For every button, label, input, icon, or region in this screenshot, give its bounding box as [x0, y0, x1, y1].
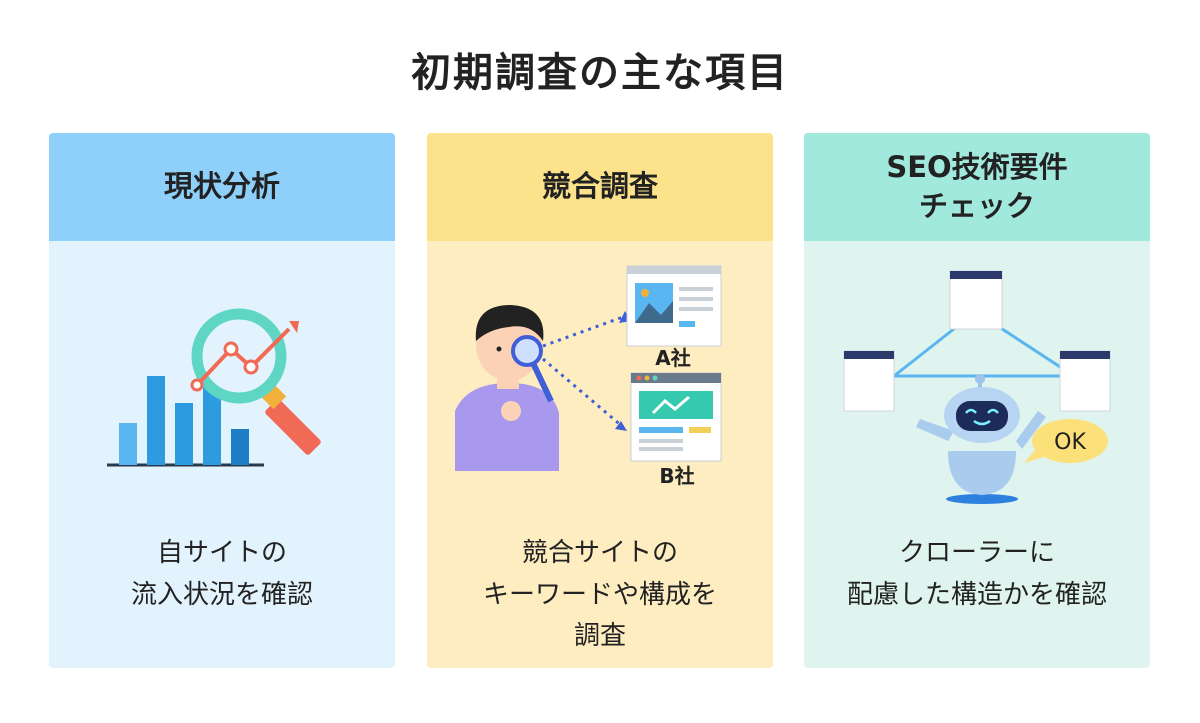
competitor-illustration: A社 B社 [455, 265, 722, 488]
card-description-line: クローラーに [898, 538, 1055, 568]
card-description-line: 自サイトの [156, 538, 287, 568]
card-heading: 競合調査 [427, 133, 773, 241]
webpage-icon [843, 270, 1111, 412]
site-b-label: B社 [659, 464, 694, 488]
magnifier-icon [511, 335, 554, 403]
card-description-line: 競合サイトの [521, 538, 678, 568]
analysis-illustration [107, 308, 321, 467]
card-heading: SEO技術要件 チェック [804, 133, 1150, 241]
card-competitor-research: 競合調査 A社 [427, 133, 773, 668]
card-heading-line: SEO技術要件 [886, 149, 1068, 184]
magnifier-icon [190, 308, 321, 455]
ok-label: OK [1054, 430, 1086, 455]
card-seo-technical-check: SEO技術要件 チェック [804, 133, 1150, 668]
robot-icon [916, 374, 1046, 504]
speech-bubble-icon: OK [1024, 419, 1108, 463]
card-description-line: 調査 [573, 621, 626, 652]
card-heading-line: 競合調査 [541, 169, 658, 204]
page-title: 初期調査の主な項目 [411, 50, 789, 96]
card-current-analysis: 現状分析 自サイトの 流入状況を確認 [49, 133, 395, 668]
card-heading-line: チェック [918, 189, 1035, 223]
card-heading-line: 現状分析 [163, 169, 280, 204]
card-description-line: 配慮した構造かを確認 [846, 579, 1107, 610]
card-description: 競合サイトの キーワードや構成を 調査 [427, 533, 773, 658]
webpage-icon [626, 265, 722, 347]
card-description: 自サイトの 流入状況を確認 [49, 533, 395, 616]
card-heading: 現状分析 [49, 133, 395, 241]
card-description-line: キーワードや構成を [482, 579, 717, 610]
site-a-label: A社 [655, 346, 690, 370]
card-description: クローラーに 配慮した構造かを確認 [804, 533, 1150, 616]
webpage-icon [630, 372, 722, 462]
crawler-illustration: OK [843, 270, 1111, 504]
card-description-line: 流入状況を確認 [130, 579, 313, 610]
